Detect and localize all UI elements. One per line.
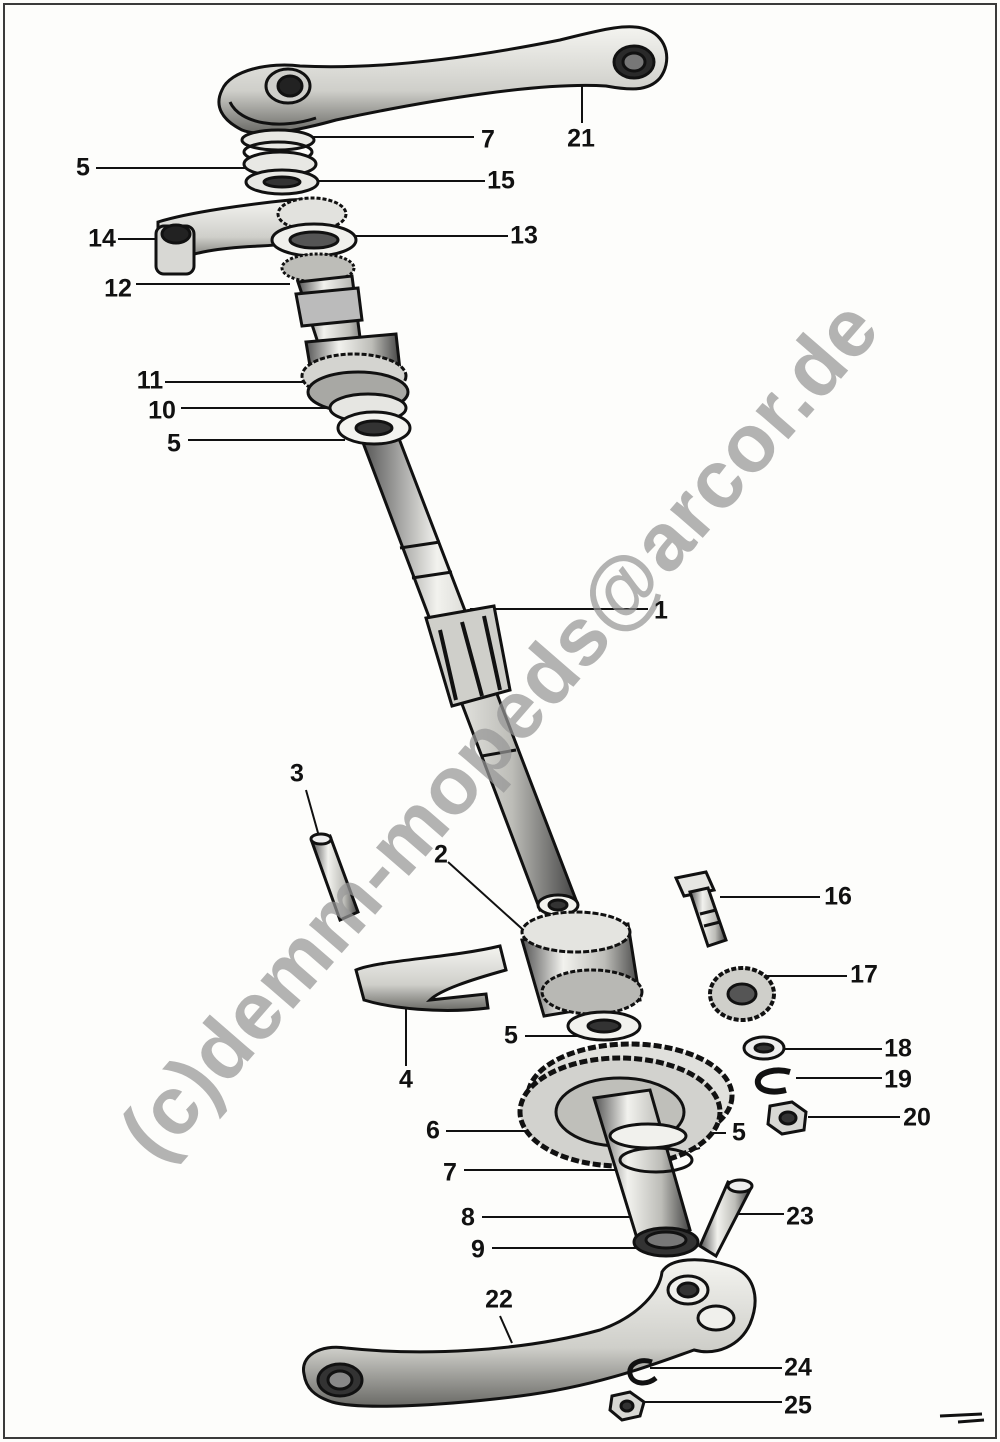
- upper-lever-arm: [217, 25, 669, 135]
- label-6: 6: [426, 1116, 440, 1145]
- label-4: 4: [399, 1065, 413, 1094]
- label-21: 21: [567, 124, 595, 153]
- leader-lines: [96, 75, 900, 1403]
- pivot-pin: [698, 1178, 754, 1259]
- label-18: 18: [884, 1034, 912, 1063]
- label-2: 2: [434, 840, 448, 869]
- label-10: 10: [148, 396, 176, 425]
- lower-lever-arm: [302, 1258, 757, 1408]
- label-24: 24: [784, 1353, 812, 1382]
- label-22: 22: [485, 1285, 513, 1314]
- label-11: 11: [136, 366, 164, 395]
- label-16: 16: [824, 882, 852, 911]
- label-5-lower: 5: [732, 1118, 746, 1147]
- label-7-lower: 7: [443, 1158, 457, 1187]
- upper-gear-and-washers: [300, 352, 412, 446]
- washer-clip-nut: [742, 1035, 808, 1136]
- clip-and-nut-lower: [608, 1358, 658, 1422]
- label-5-upper: 5: [76, 153, 90, 182]
- shift-fork: [354, 944, 508, 1012]
- corner-mark: [939, 1412, 985, 1424]
- label-7-upper: 7: [481, 125, 495, 154]
- label-25: 25: [784, 1391, 812, 1420]
- upper-washers-springs: [240, 128, 320, 196]
- gear-rings-upper: [270, 196, 358, 284]
- pin: [309, 832, 360, 923]
- label-19: 19: [884, 1065, 912, 1094]
- label-5-gear: 5: [504, 1021, 518, 1050]
- pinion-gear: [520, 910, 644, 1042]
- label-12: 12: [104, 274, 132, 303]
- label-9: 9: [471, 1235, 485, 1264]
- label-13: 13: [510, 221, 538, 250]
- large-gear: [517, 1041, 735, 1258]
- label-1: 1: [654, 596, 668, 625]
- label-8: 8: [461, 1203, 475, 1232]
- label-23: 23: [786, 1202, 814, 1231]
- label-15: 15: [487, 166, 515, 195]
- small-gear: [708, 966, 776, 1022]
- label-20: 20: [903, 1103, 931, 1132]
- label-5-shaft: 5: [167, 429, 181, 458]
- label-3: 3: [290, 759, 304, 788]
- label-17: 17: [850, 960, 878, 989]
- label-14: 14: [88, 224, 116, 253]
- bolt: [673, 870, 728, 948]
